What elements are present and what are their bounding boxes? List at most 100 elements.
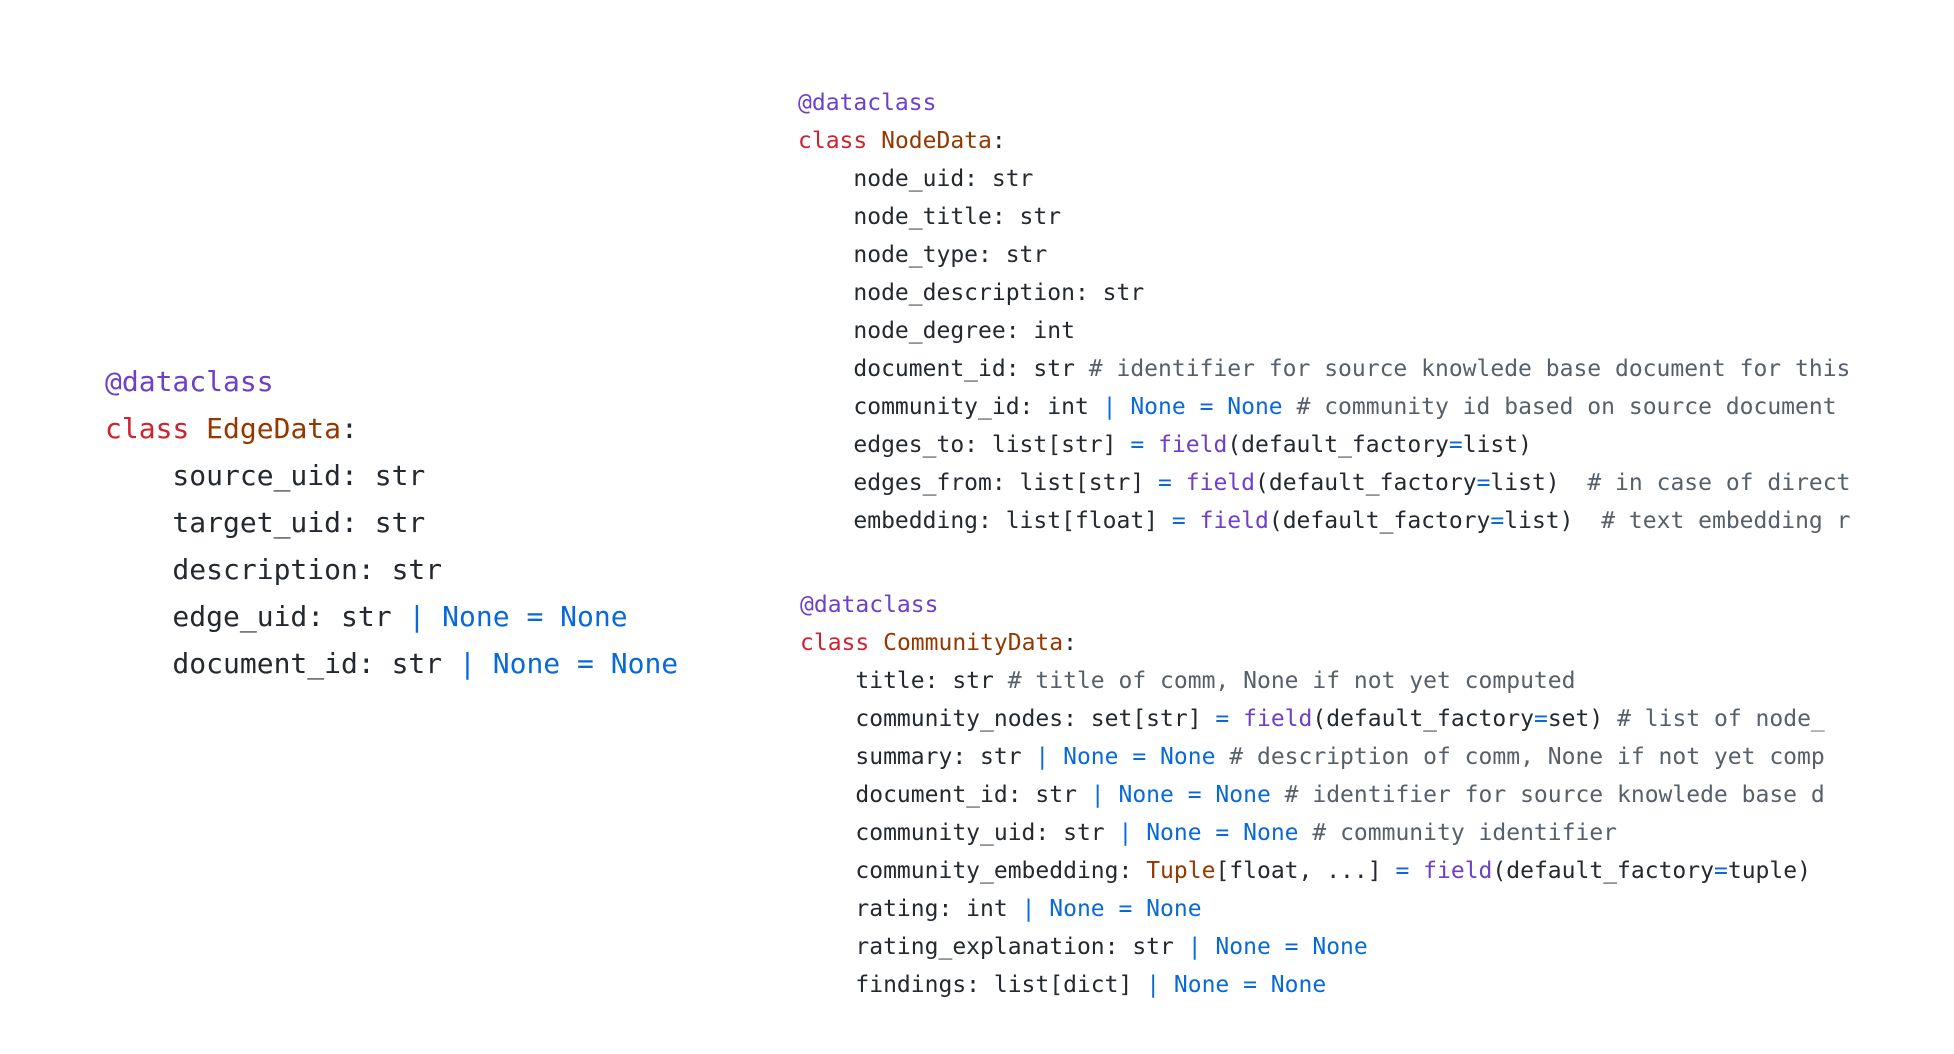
- code-token-fn: field: [1185, 470, 1255, 496]
- code-token-plain: [float, ...]: [1215, 858, 1396, 884]
- code-token-plain: node_type: str: [798, 242, 1048, 268]
- code-token-plain: description: str: [105, 553, 443, 586]
- code-token-plain: [1271, 782, 1285, 808]
- code-token-plain: edges_from: list[str]: [798, 470, 1159, 496]
- code-token-op: =: [1713, 858, 1728, 884]
- code-token-com: # title of comm, None if not yet compute…: [1007, 668, 1576, 694]
- code-token-const: | None = None: [408, 600, 628, 633]
- code-line: community_uid: str | None = None # commu…: [800, 814, 1825, 852]
- code-line: target_uid: str: [105, 499, 678, 546]
- code-line: node_title: str: [798, 198, 1850, 236]
- code-token-const: | None = None: [459, 647, 679, 680]
- code-token-const: | None = None: [1187, 934, 1368, 960]
- code-token-plain: document_id: str: [105, 647, 460, 680]
- code-token-plain: [1409, 858, 1423, 884]
- code-line: node_uid: str: [798, 160, 1850, 198]
- code-token-op: =: [1158, 470, 1172, 496]
- code-line: document_id: str | None = None # identif…: [800, 776, 1825, 814]
- code-token-const: | None = None: [1035, 744, 1216, 770]
- code-line: community_embedding: Tuple[float, ...] =…: [800, 852, 1825, 890]
- code-token-cls: NodeData: [881, 128, 992, 154]
- code-line: edges_from: list[str] = field(default_fa…: [798, 464, 1850, 502]
- code-token-plain: node_title: str: [798, 204, 1062, 230]
- code-token-plain: [1215, 744, 1229, 770]
- code-token-const: | None = None: [1090, 782, 1271, 808]
- code-line: @dataclass: [798, 84, 1850, 122]
- code-token-op: =: [1395, 858, 1410, 884]
- code-line: document_id: str | None = None: [105, 640, 678, 687]
- code-token-plain: node_degree: int: [798, 318, 1075, 344]
- code-token-plain: target_uid: str: [105, 506, 426, 539]
- code-token-plain: [1172, 470, 1186, 496]
- code-token-plain: (default_factory: [1268, 508, 1491, 534]
- code-token-plain: [1186, 508, 1200, 534]
- code-line: @dataclass: [800, 586, 1825, 624]
- code-token-const: | None = None: [1118, 820, 1299, 846]
- code-line: community_id: int | None = None # commun…: [798, 388, 1850, 426]
- code-token-plain: title: str: [800, 668, 1008, 694]
- code-token-com: # identifier for source knowlede base do…: [1088, 356, 1851, 382]
- code-token-plain: [1299, 820, 1313, 846]
- code-token-plain: document_id: str: [798, 356, 1089, 382]
- code-token-com: # list of node_: [1617, 706, 1825, 732]
- code-token-fn: field: [1243, 706, 1313, 732]
- code-token-plain: node_description: str: [798, 280, 1145, 306]
- code-token-plain: community_nodes: set[str]: [800, 706, 1216, 732]
- code-token-const: | None = None: [1102, 394, 1283, 420]
- code-line: node_degree: int: [798, 312, 1850, 350]
- code-token-kw: class: [798, 128, 882, 154]
- code-token-com: # identifier for source knowlede base d: [1284, 782, 1825, 808]
- code-token-plain: community_embedding:: [800, 858, 1147, 884]
- code-token-plain: list): [1504, 508, 1574, 534]
- code-line: class CommunityData:: [800, 624, 1825, 662]
- code-token-op: =: [1490, 508, 1505, 534]
- code-token-plain: node_uid: str: [798, 166, 1034, 192]
- code-token-op: =: [1130, 432, 1145, 458]
- code-token-plain: list): [1462, 432, 1532, 458]
- code-token-dec: @dataclass: [105, 365, 274, 398]
- code-token-kw: class: [800, 630, 884, 656]
- code-line: edge_uid: str | None = None: [105, 593, 678, 640]
- code-token-plain: findings: list[dict]: [800, 972, 1147, 998]
- code-line: description: str: [105, 546, 678, 593]
- code-line: community_nodes: set[str] = field(defaul…: [800, 700, 1825, 738]
- code-line: edges_to: list[str] = field(default_fact…: [798, 426, 1850, 464]
- code-line: document_id: str # identifier for source…: [798, 350, 1850, 388]
- code-line: findings: list[dict] | None = None: [800, 966, 1825, 1004]
- code-token-com: # community id based on source document: [1296, 394, 1837, 420]
- code-token-op: =: [1215, 706, 1230, 732]
- code-token-op: =: [1476, 470, 1491, 496]
- code-token-plain: [1283, 394, 1297, 420]
- code-token-kw: class: [105, 412, 207, 445]
- code-token-plain: :: [341, 412, 358, 445]
- code-line: node_type: str: [798, 236, 1850, 274]
- code-line: summary: str | None = None # description…: [800, 738, 1825, 776]
- code-token-plain: [1144, 432, 1158, 458]
- code-token-dec: @dataclass: [798, 90, 937, 116]
- code-token-cls: CommunityData: [883, 630, 1064, 656]
- code-token-const: | None = None: [1146, 972, 1327, 998]
- code-token-plain: list): [1490, 470, 1560, 496]
- code-token-plain: (default_factory: [1312, 706, 1534, 732]
- code-token-const: | None = None: [1021, 896, 1202, 922]
- code-token-com: # in case of direct: [1559, 470, 1851, 496]
- code-line: node_description: str: [798, 274, 1850, 312]
- code-line: class EdgeData:: [105, 405, 678, 452]
- code-token-com: # community identifier: [1312, 820, 1618, 846]
- code-token-plain: (default_factory: [1255, 470, 1477, 496]
- code-line: source_uid: str: [105, 452, 678, 499]
- code-line: embedding: list[float] = field(default_f…: [798, 502, 1850, 540]
- code-token-plain: :: [991, 128, 1006, 154]
- code-token-op: =: [1171, 508, 1186, 534]
- code-token-plain: :: [1063, 630, 1077, 656]
- code-token-plain: edges_to: list[str]: [798, 432, 1131, 458]
- code-token-op: =: [1448, 432, 1463, 458]
- code-line: rating_explanation: str | None = None: [800, 928, 1825, 966]
- code-line: rating: int | None = None: [800, 890, 1825, 928]
- code-token-com: # text embedding r: [1573, 508, 1851, 534]
- code-token-plain: summary: str: [800, 744, 1036, 770]
- code-token-dec: @dataclass: [800, 592, 939, 618]
- communitydata-code-block: @dataclass class CommunityData: title: st…: [800, 586, 1825, 1004]
